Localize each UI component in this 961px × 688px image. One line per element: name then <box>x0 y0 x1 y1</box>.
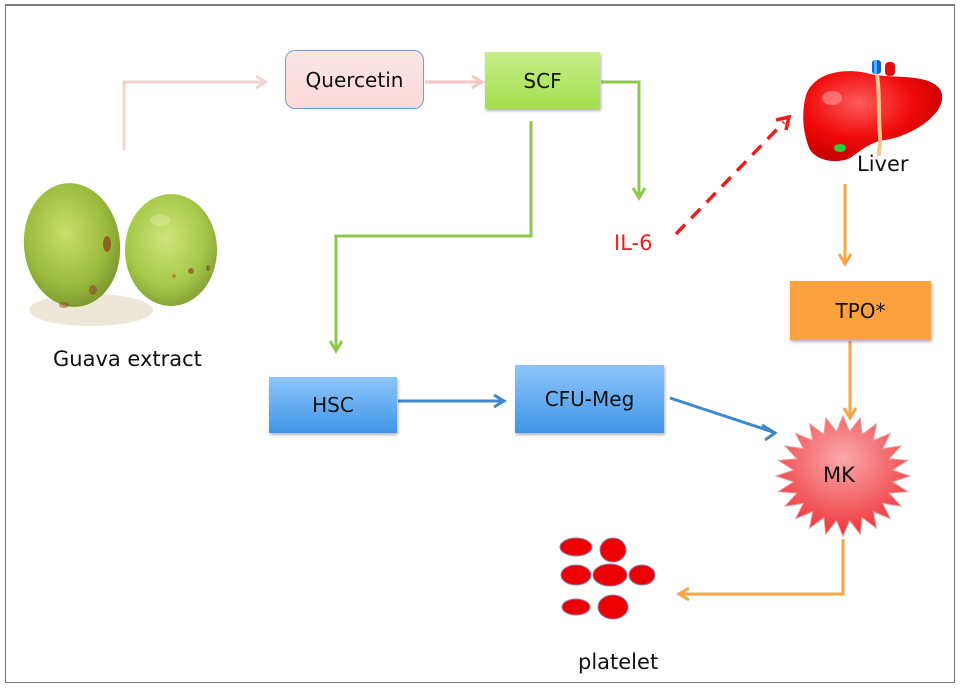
tpo-node: TPO* <box>790 281 931 340</box>
mk-starburst-shape <box>774 414 912 538</box>
edge-scf-to-il6 <box>601 80 647 201</box>
platelet-cell <box>628 564 656 586</box>
quercetin-label: Quercetin <box>305 67 404 92</box>
platelet-cell <box>592 563 628 587</box>
hsc-label: HSC <box>312 393 354 417</box>
edge-quercetin-to-scf <box>425 74 485 90</box>
diagram-frame <box>5 4 955 683</box>
guava-extract-label: Guava extract <box>53 347 202 371</box>
scf-label: SCF <box>523 68 562 93</box>
edge-il6-to-liver <box>674 114 792 236</box>
platelet-cluster <box>559 537 656 620</box>
mk-label: MK <box>823 463 855 487</box>
cfu-meg-node: CFU-Meg <box>515 365 664 433</box>
platelet-cell <box>561 598 591 616</box>
guava-fruit-image <box>23 183 217 326</box>
scf-node: SCF <box>485 52 600 109</box>
edge-guava-to-quercetin <box>122 74 269 150</box>
platelet-cell <box>559 537 593 557</box>
liver-image <box>803 60 943 162</box>
liver-label: Liver <box>857 152 909 176</box>
il6-label: IL-6 <box>614 231 653 255</box>
edge-liver-to-tpo <box>837 184 853 267</box>
edge-tpo-to-mk <box>842 341 858 421</box>
tpo-label: TPO* <box>835 298 886 323</box>
edge-cfumeg-to-mk <box>669 396 778 442</box>
quercetin-node: Quercetin <box>285 50 424 109</box>
edge-hsc-to-cfumeg <box>398 393 507 409</box>
edge-scf-to-hsc <box>328 121 533 354</box>
edge-mk-to-platelet <box>676 539 845 602</box>
platelet-label: platelet <box>578 650 659 674</box>
platelet-cell <box>597 594 629 620</box>
platelet-cell <box>599 537 627 563</box>
cfu-meg-label: CFU-Meg <box>544 387 635 411</box>
platelet-cell <box>560 564 592 586</box>
hsc-node: HSC <box>269 377 397 433</box>
